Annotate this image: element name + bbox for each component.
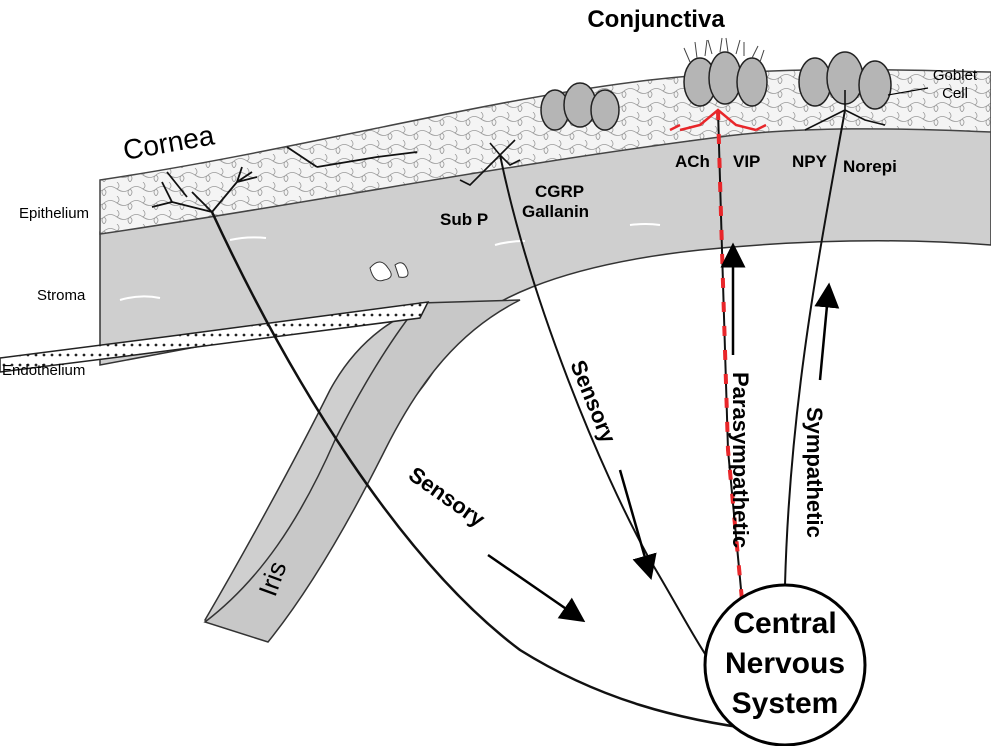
goblet-label-line1: Goblet (933, 67, 978, 84)
parasympathetic-label: Parasympathetic (728, 372, 753, 548)
npy-label: NPY (792, 152, 828, 171)
cns-label-line2: Nervous (725, 647, 845, 680)
cornea-label: Cornea (121, 119, 217, 166)
norepi-label: Norepi (843, 157, 897, 176)
sympathetic-label: Sympathetic (802, 407, 827, 538)
sensory-arrow-cornea (488, 555, 575, 615)
stroma-label: Stroma (37, 287, 86, 304)
cns-label-line1: Central (733, 607, 836, 640)
goblet-cell-cluster (684, 52, 767, 106)
epithelium-label: Epithelium (19, 205, 89, 222)
sympathetic-arrow (820, 295, 828, 380)
vip-label: VIP (733, 152, 760, 171)
cns-label-line3: System (732, 687, 839, 720)
sensory-label-conj: Sensory (565, 357, 621, 448)
gallanin-label: Gallanin (522, 202, 589, 221)
conjunctiva-title: Conjunctiva (587, 6, 725, 33)
sub-p-label: Sub P (440, 210, 488, 229)
sensory-label-cornea: Sensory (404, 462, 490, 533)
endothelium-label: Endothelium (2, 362, 85, 379)
stromal-keratocyte (630, 224, 660, 225)
goblet-cell-cluster (541, 83, 619, 130)
cgrp-label: CGRP (535, 182, 584, 201)
ach-label: ACh (675, 152, 710, 171)
goblet-label-line2: Cell (942, 85, 968, 102)
sensory-arrow-conj (620, 470, 648, 568)
